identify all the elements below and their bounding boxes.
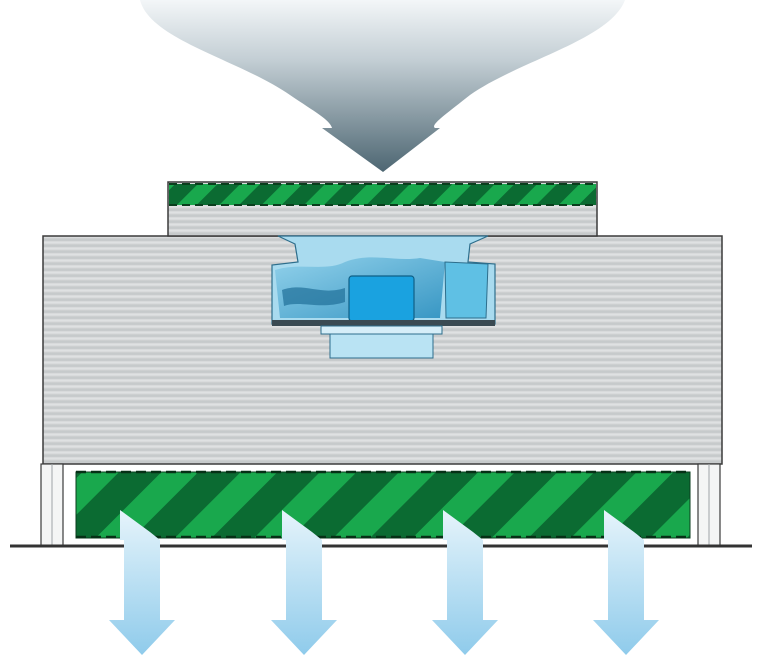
outlet-arrow [271,510,337,655]
inlet-airflow-arrow [140,0,625,172]
outlet-airflow-arrows [109,510,659,655]
outlet-arrow [109,510,175,655]
prefilter [169,183,596,206]
hepa-filter [75,470,691,539]
filter-frame [40,463,721,547]
fan-motor-assembly [271,235,496,359]
outlet-arrow [432,510,498,655]
outlet-arrow [593,510,659,655]
